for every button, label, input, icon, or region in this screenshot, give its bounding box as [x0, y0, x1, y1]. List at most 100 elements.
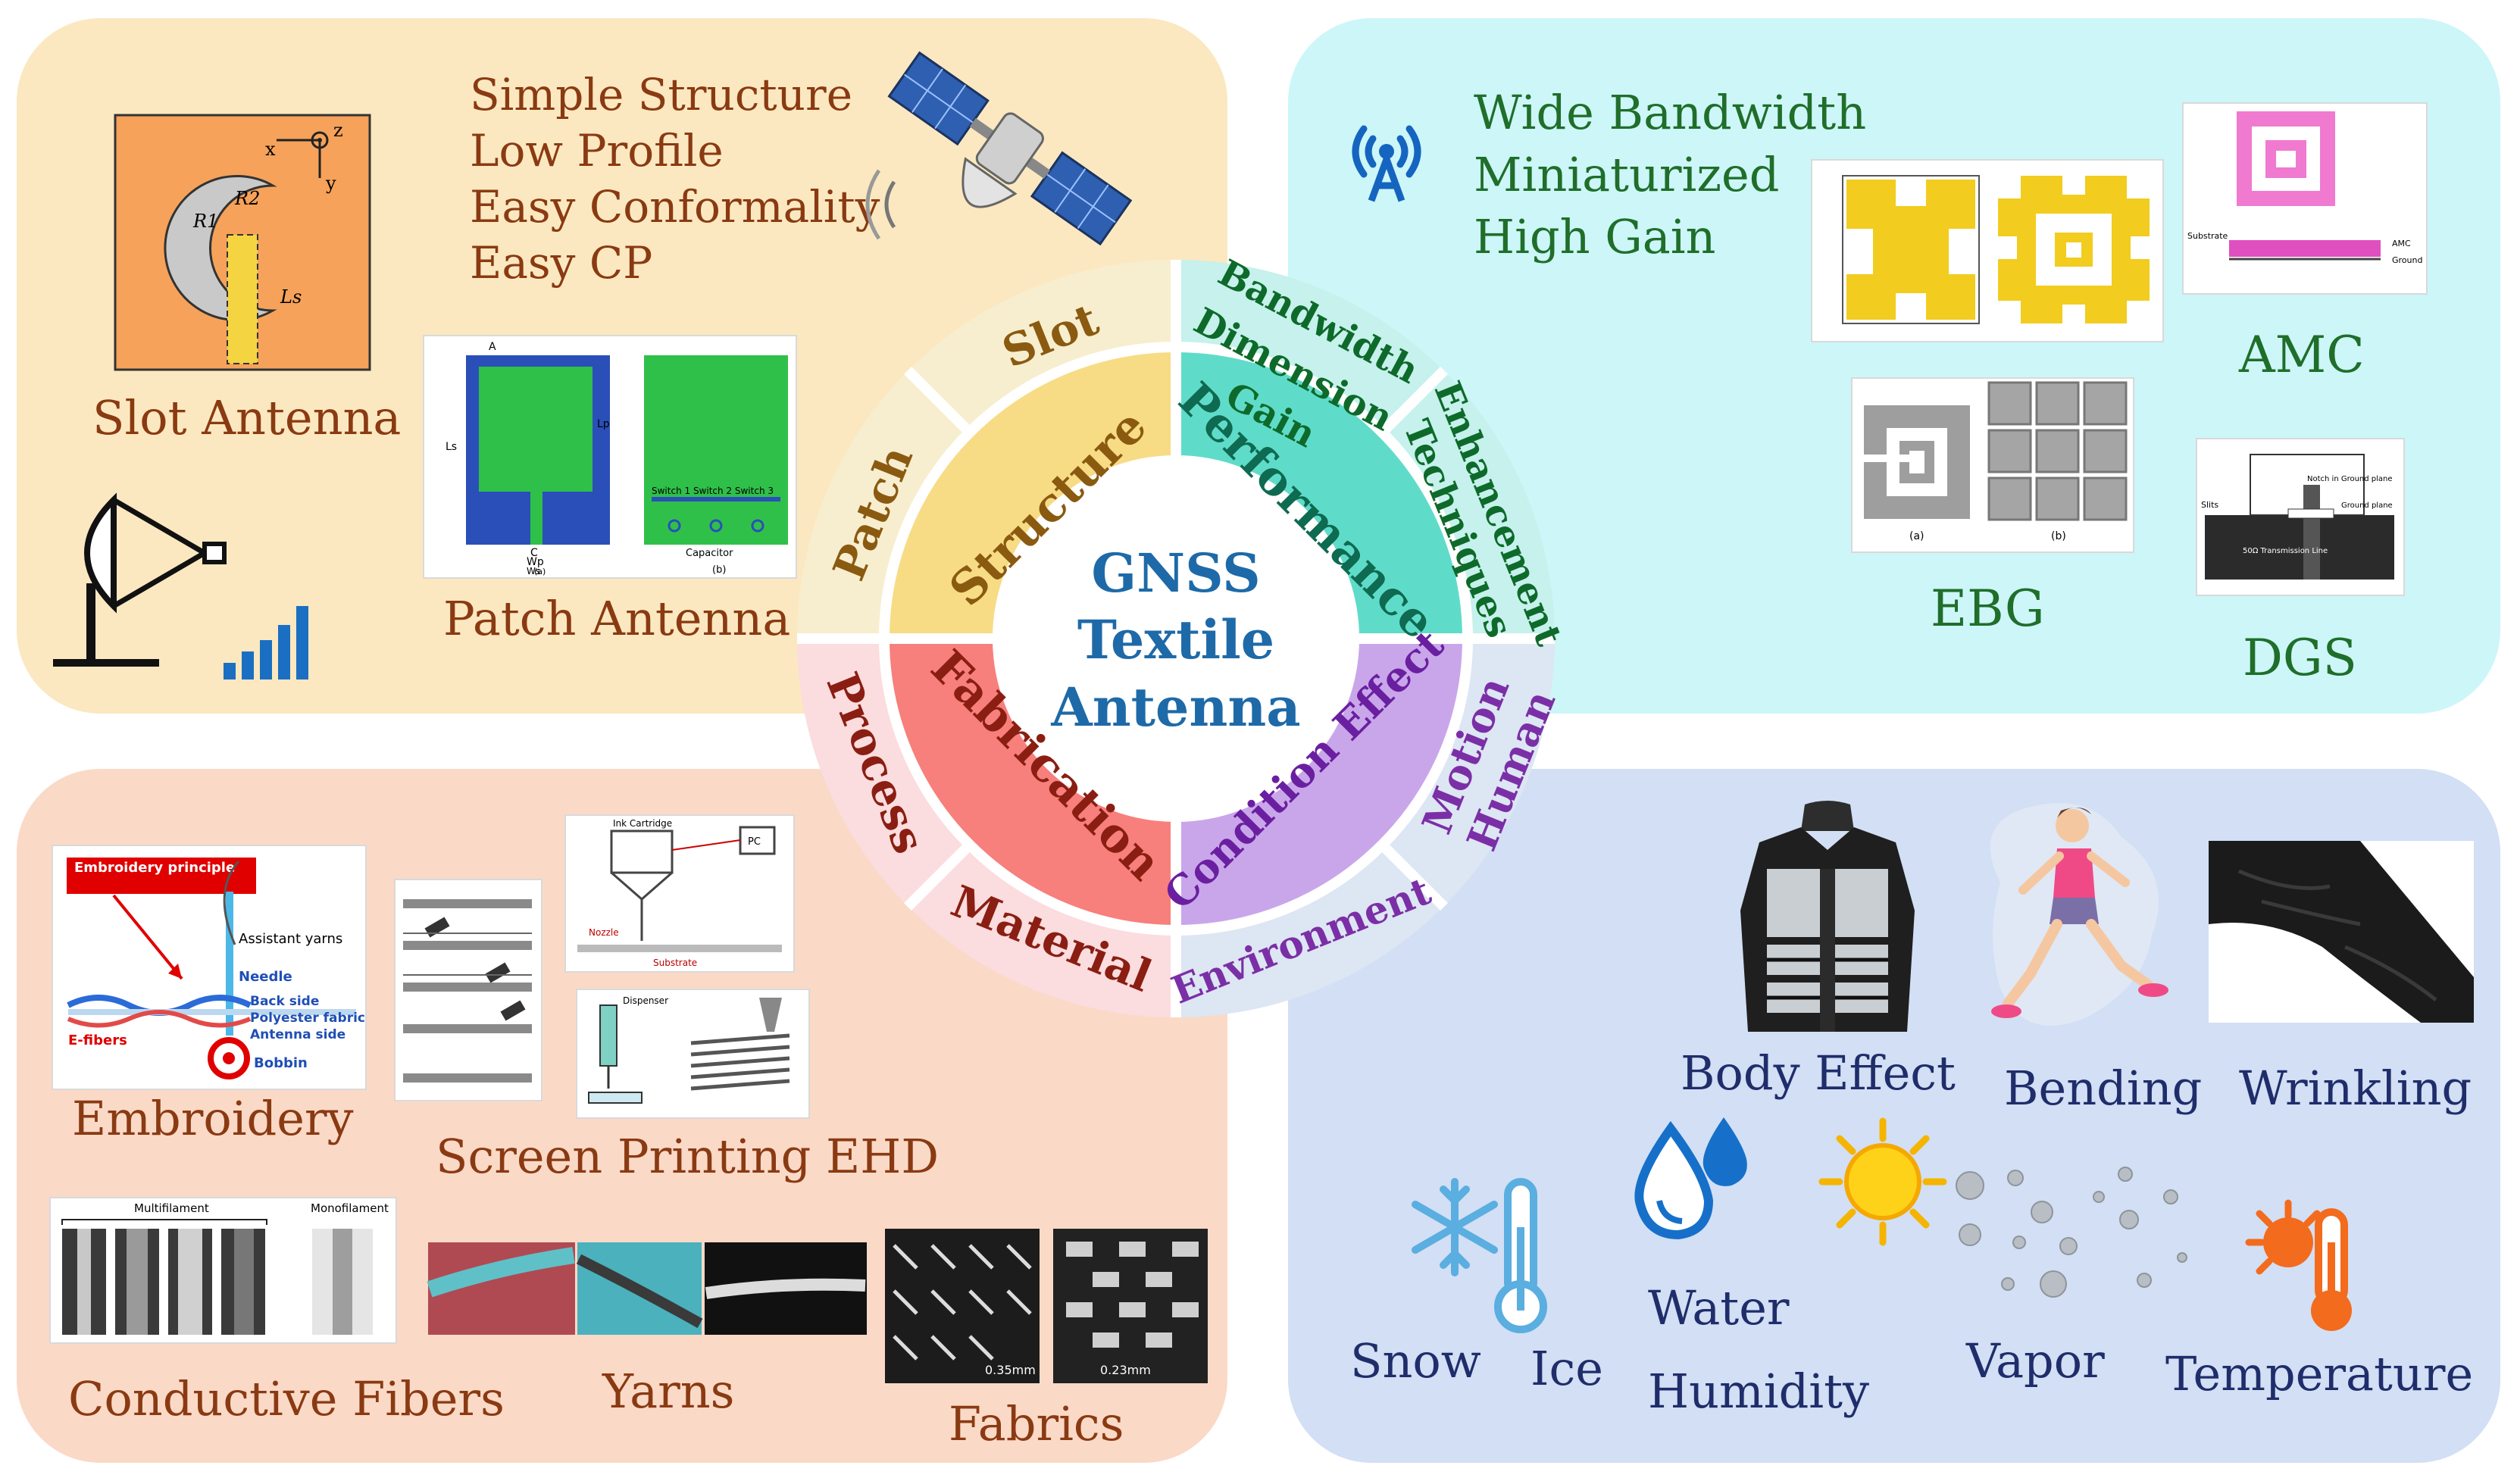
ehd-printer-figure: Ink Cartridge PC Nozzle Substrate	[564, 814, 795, 973]
patch-ls-label: Ls	[446, 441, 457, 453]
embroidery-label: Embroidery	[72, 1091, 354, 1146]
patch-antenna-label: Patch Antenna	[443, 591, 791, 646]
yarns-label: Yarns	[602, 1364, 735, 1419]
feature-miniaturized: Miniaturized	[1474, 147, 1780, 202]
patch-switch-labels: Switch 1 Switch 2 Switch 3	[652, 486, 774, 496]
inner-ring-structure	[884, 347, 1176, 639]
temperature-label: Temperature	[2165, 1346, 2474, 1401]
conductive-fibers-figure: Multifilament Monofilament	[49, 1197, 397, 1344]
antenna-tower-icon	[1352, 125, 1421, 202]
ebg-caption-b: (b)	[2051, 530, 2066, 542]
axis-x-label: x	[265, 139, 276, 160]
slot-antenna-label: Slot Antenna	[92, 390, 402, 445]
vapor-bubbles-icon	[1956, 1167, 2187, 1298]
structure-features: Simple Structure Low Profile Easy Confor…	[470, 67, 880, 291]
patch-c-label: C	[530, 547, 538, 559]
outer-ring-fabrication	[797, 639, 1176, 1017]
ebg-label: EBG	[1931, 580, 2045, 638]
patch-ws-label: Ws	[527, 566, 540, 576]
ehd-nozzle-label: Nozzle	[589, 927, 619, 938]
patch-wp-label: Wp	[527, 556, 544, 568]
amc-figure: Substrate AMC Ground	[2182, 102, 2428, 295]
embroidery-backside-label: Back side	[250, 994, 319, 1009]
humidity-label: Humidity	[1648, 1364, 1870, 1419]
dgs-notch-label: Notch in Ground plane	[2307, 475, 2393, 483]
screen-printing-figure	[394, 879, 542, 1101]
center-title-line2: Textile	[1077, 608, 1274, 671]
signal-bars-icon	[224, 606, 308, 680]
amc-ground-label: Ground	[2392, 255, 2422, 265]
ehd-dispenser-label: Dispenser	[623, 995, 668, 1006]
screen-printing-ehd-label: Screen Printing EHD	[436, 1129, 940, 1184]
ice-label: Ice	[1531, 1341, 1603, 1396]
inner-ring-performance	[1176, 347, 1468, 639]
inner-ring-condition	[1176, 639, 1468, 930]
center-title-line3: Antenna	[1050, 676, 1300, 739]
fabrics-label: Fabrics	[949, 1396, 1124, 1451]
patch-antenna-figure: A Lp Ls C Wp Ws Switch 1 Switch 2 Switch…	[423, 335, 797, 579]
slot-antenna-figure: x y z R1 R2 Ls	[114, 114, 371, 371]
feature-wide-bandwidth: Wide Bandwidth	[1474, 85, 1867, 140]
patch-caption-b: (b)	[712, 564, 726, 576]
bending-label: Bending	[2004, 1061, 2203, 1116]
axis-z-label: z	[333, 120, 343, 141]
feature-simple-structure: Simple Structure	[470, 69, 853, 120]
fabric-scale-2: 0.23mm	[1100, 1363, 1151, 1377]
central-wheel-diagram: GNSS Textile Antenna Structure Performan…	[797, 251, 1570, 1017]
ehd-pc-label: PC	[748, 836, 761, 848]
snowflake-thermometer-icon	[1412, 1178, 1547, 1333]
dgs-ground-label: Ground plane	[2341, 501, 2393, 510]
center-title-line1: GNSS	[1091, 542, 1260, 605]
performance-features: Wide Bandwidth Miniaturized High Gain	[1474, 82, 1866, 268]
amc-fig-amc-label: AMC	[2392, 239, 2411, 248]
sun-icon	[1818, 1117, 1947, 1246]
feature-low-profile: Low Profile	[470, 125, 724, 177]
ehd-substrate-label: Substrate	[653, 958, 697, 968]
fabric-scale-1: 0.35mm	[985, 1363, 1036, 1377]
patch-caption-a: (a)	[534, 567, 546, 576]
fiber-multi-label: Multifilament	[134, 1201, 209, 1215]
inner-ring-fabrication	[884, 639, 1176, 930]
dgs-slits-label: Slits	[2201, 500, 2218, 510]
ehd-ink-label: Ink Cartridge	[613, 818, 672, 829]
embroidery-figure: Embroidery principle Assistant yarns Nee…	[52, 845, 367, 1090]
embroidery-bobbin-label: Bobbin	[254, 1055, 308, 1071]
ehd-dispenser-figure: Dispenser	[576, 989, 810, 1119]
ebg-gray-figure: (a) (b)	[1851, 377, 2134, 553]
feature-easy-cp: Easy CP	[470, 237, 653, 289]
embroidery-needle-label: Needle	[239, 969, 292, 985]
yarn-image-red	[427, 1242, 575, 1335]
conductive-fibers-label: Conductive Fibers	[68, 1371, 505, 1426]
embroidery-assistant-label: Assistant yarns	[239, 931, 342, 947]
water-label: Water	[1648, 1280, 1790, 1336]
embroidery-principle-label: Embroidery principle	[74, 860, 235, 876]
ebg-yellow-figure	[1811, 159, 2164, 342]
patch-a-label: A	[489, 341, 496, 353]
outer-ring-performance	[1176, 260, 1555, 639]
length-ls-label: Ls	[280, 286, 302, 308]
dgs-line-label: 50Ω Transmission Line	[2243, 547, 2328, 555]
patch-capacitor-label: Capacitor	[686, 548, 733, 559]
wrinkling-label: Wrinkling	[2239, 1061, 2472, 1116]
satellite-icon	[865, 51, 1133, 246]
dgs-figure: Slits Notch in Ground plane Ground plane…	[2196, 438, 2405, 596]
body-effect-label: Body Effect	[1681, 1045, 1956, 1101]
amc-label: AMC	[2239, 326, 2365, 384]
dish-antenna-icon	[53, 492, 227, 667]
embroidery-polyester-label: Polyester fabric	[250, 1011, 365, 1026]
ebg-caption-a: (a)	[1909, 530, 1924, 542]
feature-high-gain: High Gain	[1474, 209, 1716, 264]
water-drops-icon	[1634, 1117, 1747, 1240]
temperature-icon	[2245, 1199, 2352, 1331]
embroidery-efibers-label: E-fibers	[68, 1033, 127, 1048]
outer-ring-structure	[797, 260, 1176, 639]
snow-label: Snow	[1350, 1333, 1481, 1389]
fabric-image-2: 0.23mm	[1053, 1229, 1208, 1383]
yarn-image-gray	[705, 1242, 867, 1335]
embroidery-antennaside-label: Antenna side	[250, 1027, 346, 1042]
dgs-label: DGS	[2243, 629, 2357, 687]
axis-y-label: y	[325, 173, 336, 194]
fiber-mono-label: Monofilament	[311, 1201, 389, 1215]
yarn-image-teal	[576, 1242, 703, 1335]
radius-r1-label: R1	[192, 211, 218, 232]
